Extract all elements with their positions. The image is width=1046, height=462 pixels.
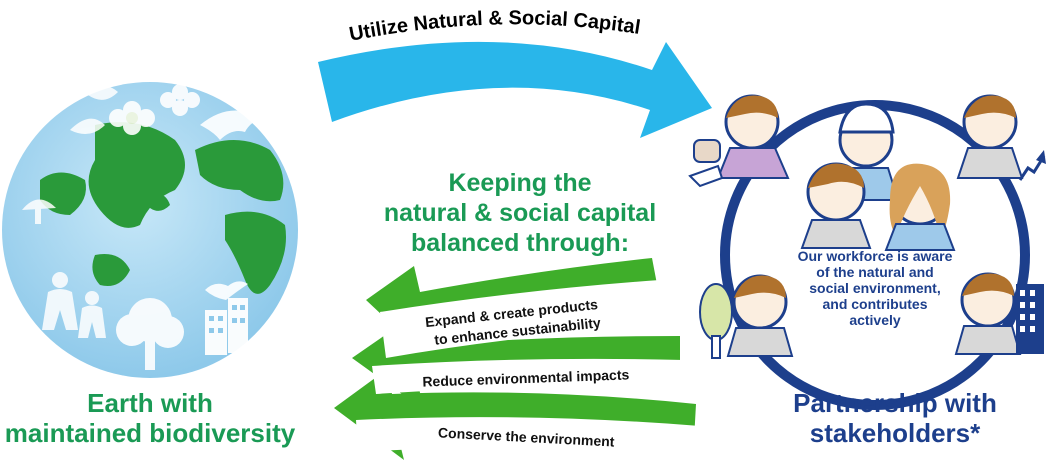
earth-caption-line-1: Earth with	[87, 388, 213, 418]
buildings-icon	[205, 298, 248, 355]
workforce-line-3: social environment,	[809, 280, 941, 296]
person-icon	[956, 94, 1024, 179]
workforce-line-5: actively	[849, 312, 901, 328]
balance-heading-line-3: balanced through:	[410, 229, 630, 257]
utilize-capital-arrow	[318, 41, 712, 139]
woman-icon	[884, 163, 956, 251]
workforce-line-4: and contributes	[822, 296, 928, 312]
bird-icon	[205, 281, 248, 300]
earth-caption-line-2: maintained biodiversity	[4, 418, 296, 448]
action-band-3	[356, 417, 700, 454]
green-arrow-3	[334, 370, 696, 460]
balance-heading: Keeping the natural & social capital bal…	[360, 168, 680, 258]
tree-icon	[699, 283, 733, 359]
balance-heading-line-1: Keeping the	[448, 169, 592, 197]
person-icon	[954, 272, 1022, 355]
mushroom-icon	[22, 199, 56, 224]
stakeholders-caption: Partnership with stakeholders*	[760, 388, 1030, 448]
dolphin-icon	[200, 110, 262, 140]
earth-globe	[2, 82, 298, 378]
action-band-1	[380, 280, 664, 358]
person-icon	[726, 274, 794, 357]
chart-icon	[1018, 150, 1046, 181]
binoculars-icon	[688, 139, 724, 188]
continents	[40, 122, 286, 294]
workforce-line-1: Our workforce is aware	[797, 248, 953, 264]
person-icon	[800, 162, 872, 249]
earth-caption: Earth with maintained biodiversity	[0, 388, 300, 448]
people-icon	[42, 272, 106, 338]
action-band-2	[372, 358, 684, 394]
workforce-statement: Our workforce is aware of the natural an…	[790, 248, 960, 328]
action-label-2: Reduce environmental impacts	[422, 366, 630, 389]
tree-icon	[116, 298, 184, 370]
utilize-capital-label: Utilize Natural & Social Capital	[347, 7, 641, 46]
flower-icon	[109, 84, 200, 135]
balance-heading-line-2: natural & social capital	[383, 199, 657, 227]
stakeholders-caption-line-1: Partnership with	[793, 388, 997, 418]
utilize-capital-label-svg: Utilize Natural & Social Capital	[347, 7, 641, 46]
person-icon	[716, 94, 790, 179]
workforce-line-2: of the natural and	[816, 264, 934, 280]
leaf-icon	[70, 86, 118, 134]
stakeholders-caption-line-2: stakeholders*	[809, 418, 981, 448]
building-icon	[1016, 284, 1044, 354]
